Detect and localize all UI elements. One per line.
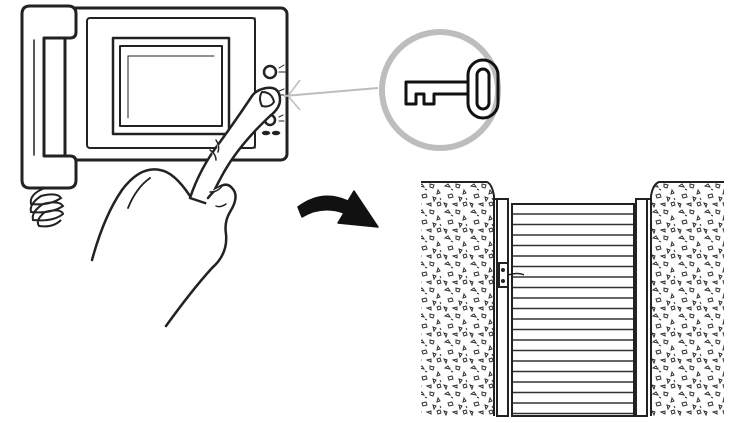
hand-pressing-icon xyxy=(90,86,282,328)
intercom-monitor xyxy=(63,6,289,162)
coiled-cord xyxy=(29,187,65,228)
curved-arrow-icon xyxy=(297,190,379,228)
right-post xyxy=(635,198,648,417)
electric-lock xyxy=(498,262,525,288)
key-icon xyxy=(404,58,500,120)
left-post xyxy=(496,198,509,417)
release-callout xyxy=(283,29,501,151)
gate-icon xyxy=(421,181,724,417)
left-wall xyxy=(421,182,494,416)
gate-leaf xyxy=(511,203,635,417)
gate-slats xyxy=(513,213,633,415)
right-wall xyxy=(651,182,724,416)
